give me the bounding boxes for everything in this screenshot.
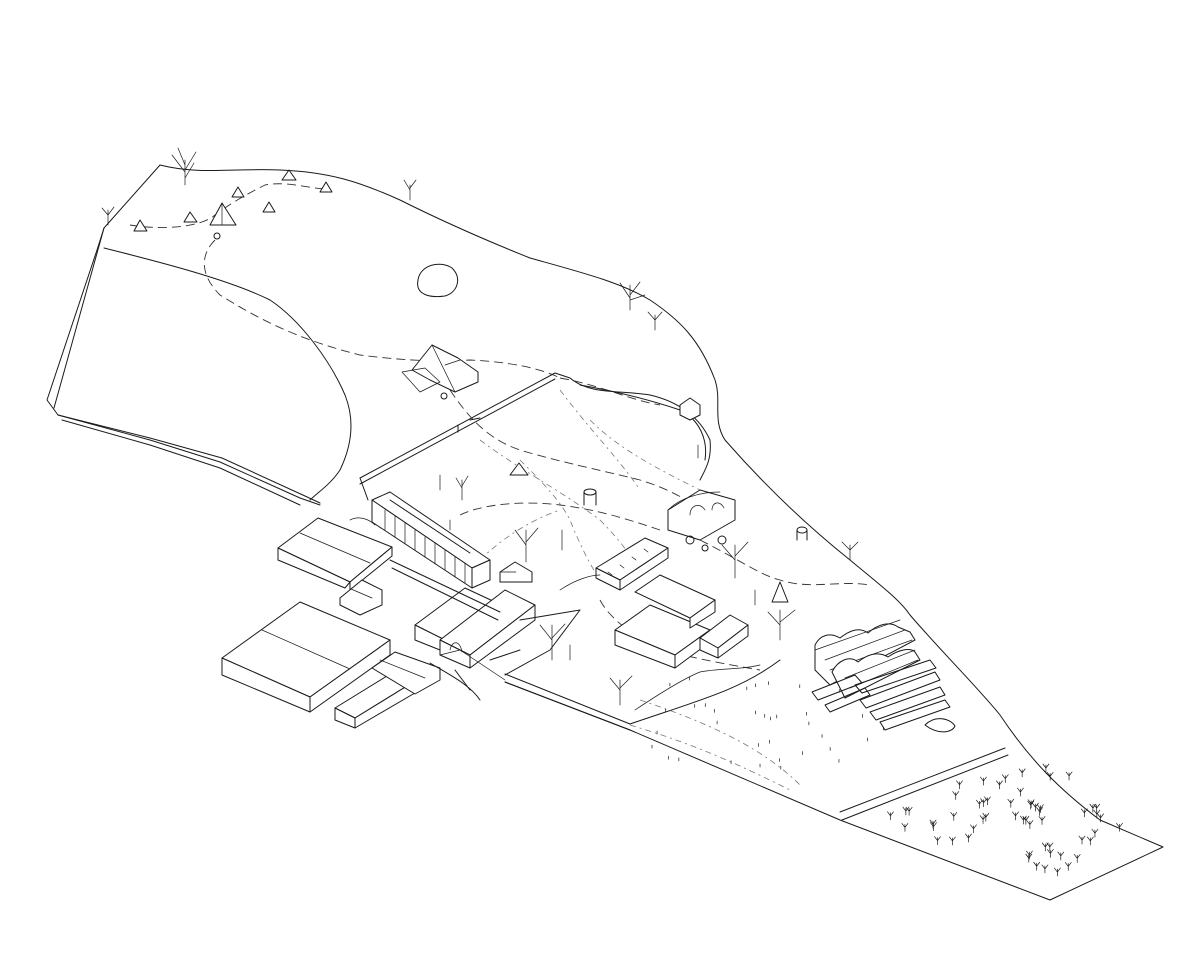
orchard-tree: [905, 806, 913, 816]
orchard-tree: [1001, 774, 1009, 784]
orchard-tree: [1019, 815, 1027, 825]
orchard-tree: [1026, 850, 1033, 860]
vegetable-beds: [811, 659, 951, 731]
orchard-tree: [1027, 800, 1035, 810]
tent-area: [133, 169, 808, 603]
orchard-tree: [901, 823, 909, 832]
farm-sheds: [221, 517, 581, 729]
orchard-tree: [1081, 808, 1088, 818]
orchard-tree: [965, 833, 972, 843]
orchard-tree: [970, 824, 977, 834]
pond: [417, 263, 956, 733]
orchard-tree: [1093, 809, 1101, 819]
orchard-tree: [1041, 842, 1049, 852]
orchard-tree: [1097, 813, 1104, 823]
orchard-tree: [1036, 807, 1043, 816]
orchard-tree: [1046, 842, 1054, 852]
orchard-tree: [1116, 822, 1123, 832]
orchard-tree: [1042, 763, 1050, 773]
glasshouse-range: [371, 491, 533, 589]
orchard-tree: [1057, 851, 1065, 861]
trees: [101, 147, 859, 706]
orchard-tree: [984, 796, 991, 806]
orchard-tree: [1033, 861, 1041, 871]
orchard-tree: [1046, 771, 1054, 781]
site-outline: [46, 164, 1164, 901]
orchard-tree: [1027, 799, 1035, 809]
orchard-tree: [949, 836, 956, 846]
orchard-tree: [1038, 816, 1046, 825]
orchard-tree: [902, 806, 910, 816]
site-details: [213, 232, 761, 711]
central-buildings: [411, 344, 749, 669]
orchard-tree: [1089, 803, 1097, 813]
orchard-tree: [1025, 853, 1033, 863]
walled-garden: [359, 372, 711, 501]
orchard-tree: [956, 780, 963, 790]
orchard-tree: [980, 776, 987, 786]
orchard-tree: [934, 836, 941, 845]
orchard-tree: [887, 811, 894, 821]
orchard-tree: [1073, 853, 1081, 863]
orchard-tree: [1078, 835, 1086, 845]
orchard-tree: [1037, 804, 1044, 814]
orchard-tree: [1022, 816, 1030, 825]
orchard-tree: [1012, 811, 1019, 821]
orchard-tree: [1086, 836, 1094, 846]
orchard-tree: [976, 799, 983, 809]
orchard-tree: [1091, 828, 1099, 838]
orchard-tree: [1017, 787, 1024, 797]
orchard-tree: [996, 780, 1003, 790]
orchard-tree: [1026, 820, 1034, 829]
orchard-tree: [1064, 862, 1072, 871]
orchard-tree: [980, 798, 987, 808]
orchard-tree: [950, 812, 958, 821]
orchard-tree: [1041, 864, 1049, 874]
orchard-tree: [1065, 771, 1073, 781]
orchard-tree: [929, 819, 937, 829]
footpaths: [129, 183, 871, 791]
orchard-tree: [1007, 798, 1015, 808]
orchard-tree: [982, 812, 990, 822]
polytunnels: [814, 619, 921, 699]
orchard: [651, 676, 1123, 877]
orchard-tree: [979, 815, 987, 824]
orchard-tree: [1054, 867, 1061, 877]
orchard-tree: [1018, 768, 1026, 778]
orchard-tree: [952, 791, 960, 800]
orchard-tree: [1047, 849, 1054, 858]
orchard-tree: [1032, 802, 1039, 812]
